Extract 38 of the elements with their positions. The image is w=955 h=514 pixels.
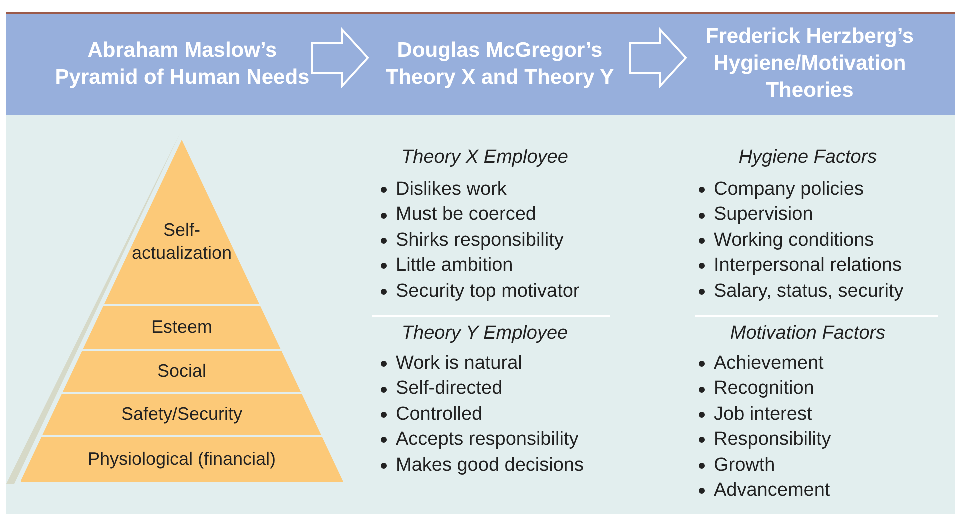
list-item: Controlled: [396, 402, 483, 427]
list-item: Makes good decisions: [396, 454, 584, 478]
list-item: Security top motivator: [396, 280, 580, 304]
list-item: Little ambition: [396, 254, 514, 278]
pyramid-level-label: Esteem: [151, 317, 212, 337]
list-item: Self-directed: [396, 377, 503, 402]
section-heading: Hygiene Factors: [738, 146, 878, 170]
list-item: Recognition: [714, 377, 814, 402]
list-item: Responsibility: [714, 428, 832, 452]
list-item: Work is natural: [396, 352, 522, 376]
list-item: Accepts responsibility: [396, 428, 579, 452]
pyramid-level-label: Safety/Security: [121, 404, 243, 424]
list-item: Company policies: [714, 178, 864, 202]
pyramid-level: [20, 437, 344, 482]
list-item: Advancement: [714, 479, 830, 503]
pyramid-level: [62, 351, 302, 392]
list-item: Salary, status, security: [714, 280, 904, 304]
section-heading: Motivation Factors: [729, 322, 887, 346]
list-item: Must be coerced: [396, 203, 536, 228]
pyramid-level: [42, 394, 322, 435]
list-item: Job interest: [714, 402, 812, 427]
list-item: Interpersonal relations: [714, 254, 902, 278]
section-heading: Theory X Employee: [400, 146, 570, 170]
list-item: Growth: [714, 454, 776, 478]
section-heading: Theory Y Employee: [400, 322, 570, 346]
column-heading: Abraham Maslow’s Pyramid of Human Needs: [55, 38, 310, 90]
list-item: Achievement: [714, 352, 824, 376]
list-item: Working conditions: [714, 228, 874, 253]
block-arrow: [311, 26, 370, 90]
list-item: Supervision: [714, 203, 814, 228]
column-heading: Frederick Herzberg’s Hygiene/Motivation Theories: [704, 24, 916, 104]
pyramid-level-label: Self-actualization: [132, 220, 232, 263]
pyramid-level-label: Social: [157, 361, 206, 381]
column-heading: Douglas McGregor’s Theory X and Theory Y: [384, 38, 616, 90]
block-arrow: [629, 26, 688, 90]
list-item: Dislikes work: [396, 178, 507, 202]
list-item: Shirks responsibility: [396, 228, 564, 253]
pyramid-level-label: Physiological (financial): [88, 449, 276, 469]
